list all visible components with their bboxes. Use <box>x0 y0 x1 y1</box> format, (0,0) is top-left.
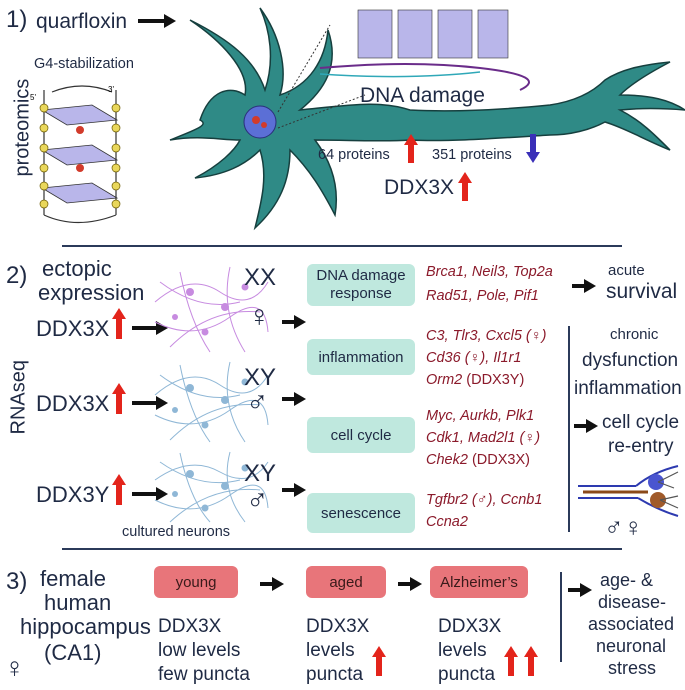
up-proteins-label: 64 proteins <box>318 147 390 163</box>
xy-label-1: XY <box>244 364 277 391</box>
neuron-pair-illustration <box>578 465 679 517</box>
arrow-right-icon <box>260 577 284 591</box>
arrow-right-icon <box>574 419 598 433</box>
g4-stabilization-label: G4-stabilization <box>34 56 134 72</box>
xx-label: XX <box>244 264 277 291</box>
re-entry-label: re-entry <box>608 436 674 457</box>
survival-label: survival <box>606 280 678 303</box>
genes-senescence-line2: Ccna2 <box>426 514 468 530</box>
divider <box>62 548 622 550</box>
outcome-line5: stress <box>608 658 657 678</box>
g-quadruplex-diagram: 5' 3' <box>30 85 121 224</box>
hippocampus-title: hippocampus <box>20 614 151 639</box>
arrow-right-icon <box>568 583 592 597</box>
svg-text:5': 5' <box>30 93 36 102</box>
male-symbol-2: ♂ <box>246 484 269 517</box>
up-arrow-icon <box>372 646 386 676</box>
outcome-line1: age- & <box>600 570 654 590</box>
up-arrow-with-pointer <box>112 383 168 414</box>
divider <box>62 245 622 247</box>
inflammation-outcome-label: inflammation <box>574 378 682 399</box>
aged-puncta: puncta <box>306 664 364 685</box>
dna-damage-label: DNA damage <box>360 84 485 107</box>
dysfunction-label: dysfunction <box>582 350 679 371</box>
up-arrow-with-pointer <box>112 308 168 339</box>
chronic-label: chronic <box>610 326 659 343</box>
aged-levels: levels <box>306 640 355 661</box>
arrow-right-icon <box>282 392 306 406</box>
ad-levels: levels <box>438 640 487 661</box>
ad-ddx3x: DDX3X <box>438 616 502 637</box>
arrow-right-icon <box>572 279 596 293</box>
ddx3x-row2: DDX3X <box>36 391 110 416</box>
down-proteins-label: 351 proteins <box>432 147 512 163</box>
double-up-arrow-icon <box>504 646 538 676</box>
pathway-cell-cycle: cell cycle <box>307 417 415 453</box>
neuron-illustration <box>169 7 685 231</box>
cultured-neurons-label: cultured neurons <box>122 524 231 540</box>
ca1-title: (CA1) <box>44 640 102 665</box>
aged-ddx3x: DDX3X <box>306 616 370 637</box>
genes-senescence-line1: Tgfbr2 (♂), Ccnb1 <box>426 492 543 508</box>
arrow-right-icon <box>282 483 306 497</box>
neuron-network-male-1 <box>154 361 269 443</box>
panel-1-number: 1) <box>6 6 28 33</box>
male-symbol-1: ♂ <box>246 386 269 419</box>
outcome-line4: neuronal <box>596 636 667 656</box>
ectopic-label: ectopic <box>42 256 112 281</box>
genes-inflammation-line3: Orm2 (DDX3Y) <box>426 372 525 388</box>
ddx3x-label: DDX3X <box>384 176 455 199</box>
arrow-right-icon <box>398 577 422 591</box>
ddx3x-row1: DDX3X <box>36 316 110 341</box>
xy-label-2: XY <box>244 460 277 487</box>
expression-label: expression <box>38 280 145 305</box>
rnaseq-label: RNAseq <box>7 360 30 435</box>
arrow-right-icon <box>138 14 176 28</box>
svg-text:3': 3' <box>108 85 114 94</box>
outcome-line3: associated <box>588 614 675 634</box>
genes-cell-cycle-line2: Cdk1, Mad2l1 (♀) <box>426 430 541 446</box>
young-ddx3x: DDX3X <box>158 616 222 637</box>
female-symbol-1: ♀ <box>248 300 271 333</box>
stage-alzheimers: Alzheimer’s <box>430 566 528 598</box>
sex-symbols: ♂♀ <box>604 512 643 542</box>
young-puncta: few puncta <box>158 664 250 685</box>
ddx3y-row3: DDX3Y <box>36 482 110 507</box>
quarfloxin-label: quarfloxin <box>36 10 128 33</box>
neuron-network-female <box>154 266 269 353</box>
acute-label: acute <box>608 262 645 279</box>
pathway-inflammation: inflammation <box>307 339 415 375</box>
neuron-network-male-2 <box>154 451 269 523</box>
genes-inflammation-line1: C3, Tlr3, Cxcl5 (♀) <box>426 328 547 344</box>
ad-puncta: puncta <box>438 664 496 685</box>
young-levels: low levels <box>158 640 241 661</box>
female-title: female <box>40 566 107 591</box>
genes-ddr-line1: Brca1, Neil3, Top2a <box>426 264 553 280</box>
outcome-line2: disease- <box>598 592 667 612</box>
panel-2-number: 2) <box>6 262 28 289</box>
divider <box>568 326 570 532</box>
genes-cell-cycle-line3: Chek2 (DDX3X) <box>426 452 530 468</box>
up-arrow-icon <box>458 172 472 201</box>
stage-young: young <box>154 566 238 598</box>
divider <box>560 572 562 662</box>
stage-aged: aged <box>306 566 386 598</box>
arrow-right-icon <box>282 315 306 329</box>
down-arrow-icon <box>526 134 540 163</box>
up-arrow-icon <box>404 134 418 163</box>
female-symbol-3: ♀ <box>4 652 25 683</box>
genes-cell-cycle-line1: Myc, Aurkb, Plk1 <box>426 408 535 424</box>
panel-3-number: 3) <box>6 568 28 595</box>
genes-ddr-line2: Rad51, Pole, Pif1 <box>426 288 539 304</box>
genes-inflammation-line2: Cd36 (♀), Il1r1 <box>426 350 522 366</box>
human-title: human <box>44 590 112 615</box>
cell-cycle-outcome-label: cell cycle <box>602 412 680 433</box>
up-arrow-with-pointer <box>112 474 168 505</box>
pathway-senescence: senescence <box>307 493 415 533</box>
